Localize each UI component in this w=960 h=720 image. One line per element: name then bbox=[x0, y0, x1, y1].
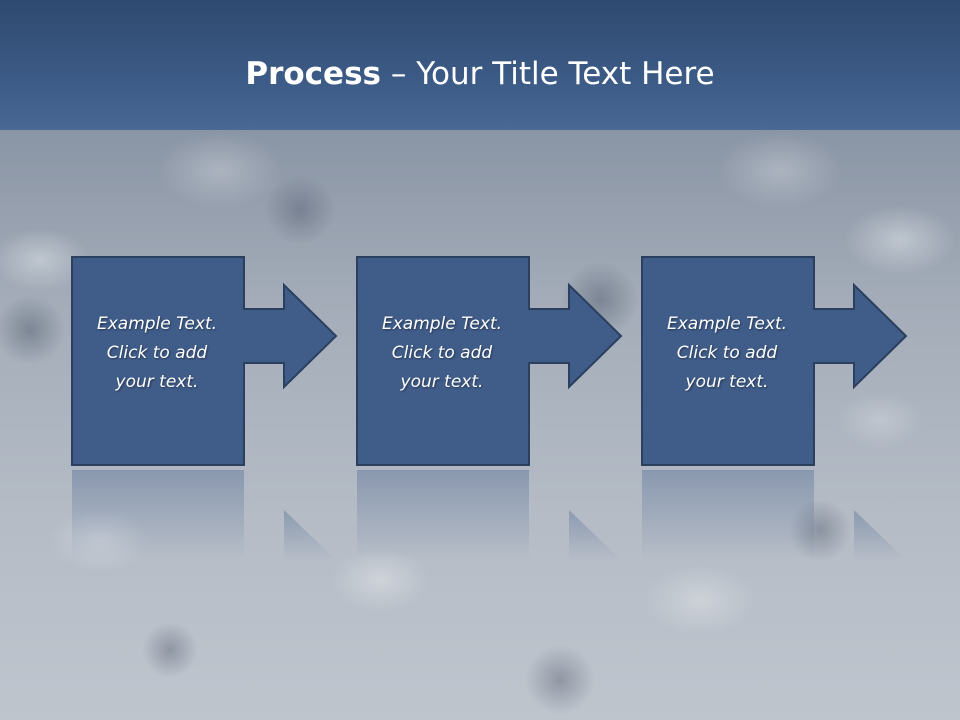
step-text[interactable]: Example Text. Click to add your text. bbox=[666, 314, 788, 392]
arrow-box-shape bbox=[641, 256, 908, 466]
title-rest: – Your Title Text Here bbox=[381, 56, 715, 92]
arrow-box-shape bbox=[71, 256, 338, 466]
process-step-1[interactable]: Example Text. Click to add your text. bbox=[71, 256, 361, 468]
arrow-box-shape bbox=[356, 256, 623, 466]
step-text[interactable]: Example Text. Click to add your text. bbox=[381, 314, 503, 392]
process-step-2[interactable]: Example Text. Click to add your text. bbox=[356, 256, 646, 468]
step-reflection-1 bbox=[71, 470, 361, 560]
step-reflection-2 bbox=[356, 470, 646, 560]
title-bar: Process – Your Title Text Here bbox=[0, 0, 960, 130]
slide-title[interactable]: Process – Your Title Text Here bbox=[0, 52, 960, 96]
process-step-3[interactable]: Example Text. Click to add your text. bbox=[641, 256, 931, 468]
step-reflection-3 bbox=[641, 470, 931, 560]
step-text[interactable]: Example Text. Click to add your text. bbox=[96, 314, 218, 392]
title-bold: Process bbox=[245, 56, 381, 92]
